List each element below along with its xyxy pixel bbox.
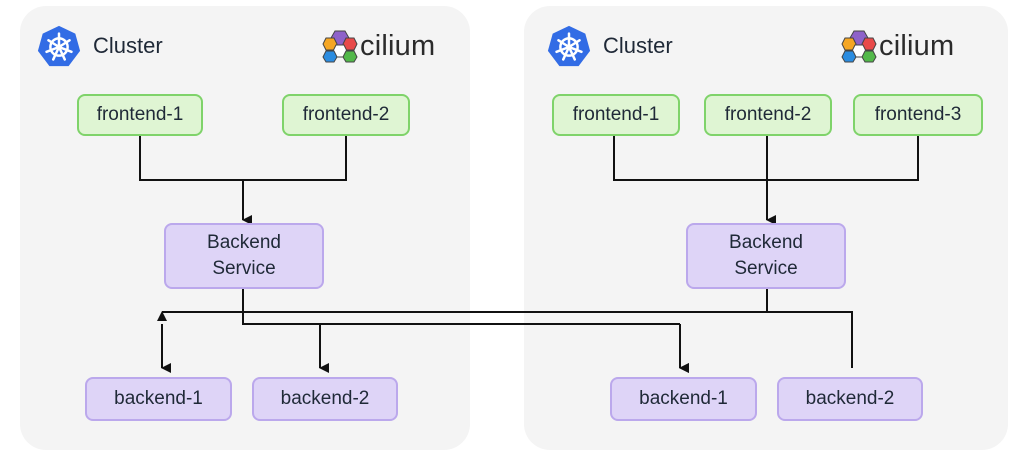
- cilium-hexagon-logo-icon: [322, 30, 358, 63]
- frontend-node-left-1: frontend-1: [77, 94, 203, 136]
- edge-left-frontends-to-service: [139, 136, 347, 220]
- cluster-title-left: Cluster: [93, 33, 163, 58]
- cluster-title-right: Cluster: [603, 33, 673, 58]
- frontend-node-right-2: frontend-2: [704, 94, 832, 136]
- service-label-line-2: Service: [212, 258, 276, 279]
- frontend-node-left-2: frontend-2: [282, 94, 410, 136]
- kubernetes-logo-icon: [37, 25, 81, 67]
- frontend-node-right-3: frontend-3: [853, 94, 983, 136]
- cilium-hexagon-logo-icon: [841, 30, 877, 63]
- service-label-line-1: Backend: [729, 232, 803, 253]
- backend-node-left-2: backend-2: [252, 377, 398, 421]
- service-label-line-1: Backend: [207, 232, 281, 253]
- edge-right-frontends-to-service: [613, 136, 919, 220]
- backend-node-right-2: backend-2: [777, 377, 923, 421]
- cilium-brand-left: cilium: [360, 30, 436, 62]
- backend-service-node-right: Backend Service: [686, 223, 846, 289]
- backend-node-right-1: backend-1: [610, 377, 757, 421]
- edge-right-service-fanout: [162, 289, 853, 368]
- backend-node-left-1: backend-1: [85, 377, 232, 421]
- kubernetes-logo-icon: [547, 25, 591, 67]
- service-label-line-2: Service: [734, 258, 798, 279]
- frontend-node-right-1: frontend-1: [552, 94, 680, 136]
- edge-left-service-fanout: [161, 289, 680, 368]
- cilium-brand-right: cilium: [879, 30, 955, 62]
- backend-service-node-left: Backend Service: [164, 223, 324, 289]
